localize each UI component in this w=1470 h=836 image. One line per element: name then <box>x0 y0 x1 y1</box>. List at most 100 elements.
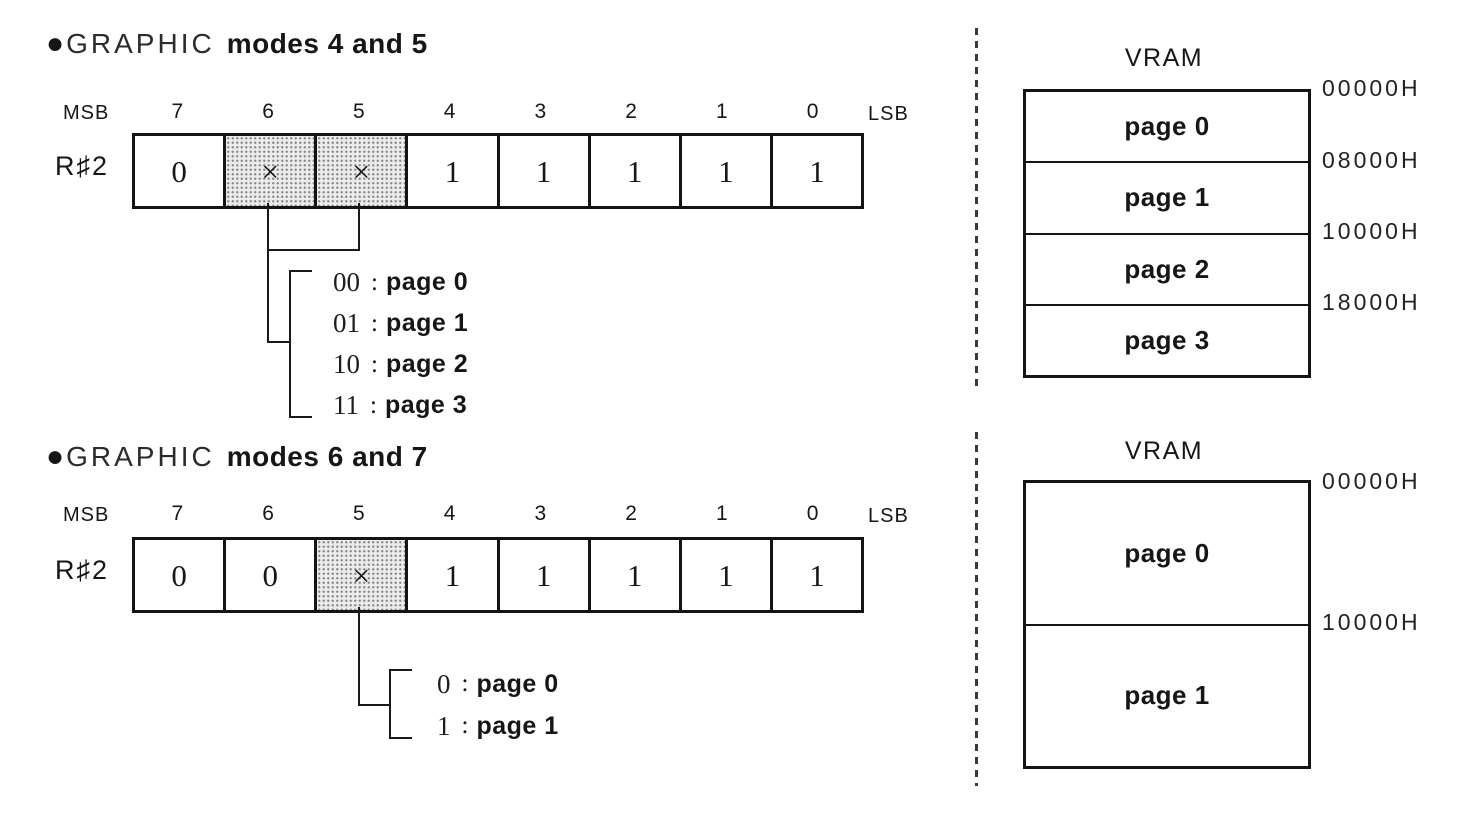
legend-colon: : <box>461 712 469 739</box>
register-bit-cell: × <box>226 136 318 206</box>
legend-colon: : <box>371 350 378 378</box>
bit-number-row: 7 6 5 4 3 2 1 0 <box>132 502 858 526</box>
legend-page: page 3 <box>384 391 468 419</box>
register-bit-box: 0 × × 1 1 1 1 1 <box>132 133 864 209</box>
bit-value: × <box>352 153 371 189</box>
bit-number: 5 <box>353 100 365 123</box>
register-bit-cell: × <box>317 136 409 206</box>
connector-line <box>267 249 360 251</box>
vram-title: VRAM <box>1124 44 1204 72</box>
vram-page-label: page 2 <box>1124 253 1210 284</box>
bit-number: 1 <box>716 100 728 123</box>
bit-number: 5 <box>353 502 365 525</box>
bit-number: 6 <box>262 100 274 123</box>
bit-value: 1 <box>626 557 643 593</box>
bit-number: 7 <box>171 100 184 123</box>
bit-value: × <box>261 153 279 189</box>
vram-page-row: page 2 <box>1026 232 1308 304</box>
vram-title: VRAM <box>1124 437 1204 465</box>
vram-address: 00000H <box>1322 75 1421 101</box>
vram-page-row: page 0 <box>1026 483 1308 624</box>
legend-colon: : <box>461 670 469 697</box>
vram-page-label: page 1 <box>1124 182 1210 213</box>
legend-code: 1 <box>437 710 451 741</box>
vram-page-row: page 3 <box>1026 303 1308 375</box>
bit-value: 1 <box>809 153 825 189</box>
legend-item: 01 : page 1 <box>333 303 468 344</box>
msb-label: MSB <box>63 102 110 124</box>
register-bit-cell: 0 <box>226 540 318 610</box>
bit-value: 1 <box>718 153 734 189</box>
register-bit-cell: 1 <box>682 540 773 610</box>
bit-number: 3 <box>534 502 547 525</box>
register-bit-cell: 1 <box>773 136 861 206</box>
legend-page: page 1 <box>476 711 559 740</box>
vram-page-label: page 0 <box>1124 537 1210 568</box>
vram-address: 10000H <box>1322 218 1421 244</box>
lsb-label: LSB <box>868 505 909 527</box>
register-bit-box: 0 0 × 1 1 1 1 1 <box>132 537 864 613</box>
bit-value: 1 <box>535 557 552 593</box>
heading-modes-label: modes 6 and 7 <box>226 441 428 472</box>
bracket-tick <box>289 270 312 272</box>
bit-value: 1 <box>809 557 825 593</box>
legend-code: 00 <box>333 267 360 297</box>
register-name: R♯2 <box>55 151 110 181</box>
vram-page-row: page 1 <box>1026 161 1308 232</box>
bit-number: 2 <box>625 502 637 525</box>
bracket-line <box>289 270 291 418</box>
bit-number: 1 <box>716 502 728 525</box>
vram-address: 08000H <box>1322 147 1421 173</box>
connector-line <box>358 203 360 251</box>
connector-line <box>267 203 269 343</box>
bullet-icon: ● <box>46 27 65 60</box>
register-bit-cell: 1 <box>682 136 773 206</box>
vram-address: 10000H <box>1322 609 1421 635</box>
legend-code: 0 <box>437 668 451 699</box>
section-heading-modes-4-5: ● GRAPHIC modes 4 and 5 <box>46 28 428 60</box>
legend-item: 1 : page 1 <box>437 705 559 747</box>
register-bit-cell: 1 <box>773 540 861 610</box>
legend-page: page 2 <box>385 350 469 378</box>
connector-line <box>358 607 360 706</box>
legend-item: 11 : page 3 <box>333 385 468 426</box>
bit-value: 1 <box>444 153 461 189</box>
register-bit-cell: 1 <box>408 540 500 610</box>
bit-number-row: 7 6 5 4 3 2 1 0 <box>132 100 858 124</box>
bullet-icon: ● <box>46 440 65 473</box>
heading-modes-label: modes 4 and 5 <box>226 28 428 59</box>
vram-page-row: page 1 <box>1026 623 1308 767</box>
legend-item: 10 : page 2 <box>333 344 468 385</box>
bracket-tick <box>389 669 412 671</box>
bit-number: 4 <box>443 100 456 123</box>
section-heading-modes-6-7: ● GRAPHIC modes 6 and 7 <box>46 441 428 473</box>
bit-number: 0 <box>806 100 819 123</box>
bit-value: 1 <box>626 153 643 189</box>
register-bit-cell: 1 <box>591 540 682 610</box>
bracket-tick <box>289 416 312 418</box>
register-bit-cell: 1 <box>500 540 591 610</box>
bit-value: 0 <box>171 153 187 189</box>
legend-colon: : <box>371 268 378 296</box>
legend-colon: : <box>370 391 377 419</box>
heading-graphic-label: GRAPHIC <box>66 28 215 59</box>
vram-map: page 0 page 1 page 2 page 3 <box>1023 89 1311 378</box>
bit-code-legend: 0 : page 0 1 : page 1 <box>437 663 559 747</box>
register-bit-cell: × <box>317 540 409 610</box>
register-bit-cell: 0 <box>135 540 227 610</box>
lsb-label: LSB <box>868 103 909 125</box>
vram-page-label: page 1 <box>1124 680 1210 711</box>
connector-line <box>358 704 391 706</box>
register-bit-cell: 1 <box>408 136 500 206</box>
legend-code: 01 <box>333 308 360 338</box>
bit-value: 1 <box>718 557 734 593</box>
bit-value: 1 <box>535 153 552 189</box>
register-bit-cell: 1 <box>500 136 591 206</box>
legend-item: 00 : page 0 <box>333 262 468 303</box>
dashed-divider <box>975 28 978 386</box>
register-bit-cell: 1 <box>591 136 682 206</box>
legend-code: 11 <box>333 390 359 420</box>
bit-number: 2 <box>625 100 637 123</box>
legend-page: page 0 <box>385 268 469 296</box>
